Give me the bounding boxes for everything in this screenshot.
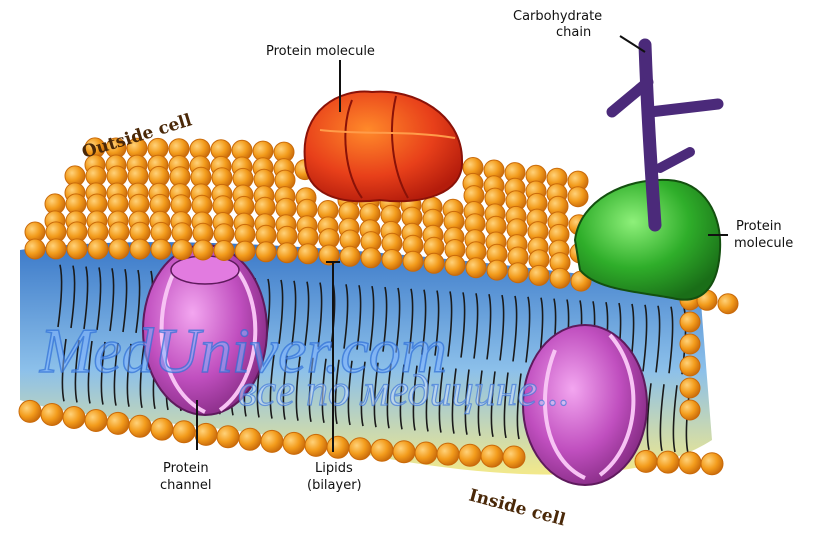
lipid-head [214, 241, 234, 261]
lipid-head [550, 268, 570, 288]
lipid-head [529, 265, 549, 285]
lipid-head [109, 239, 129, 259]
label-protein-right-line1: Protein [736, 219, 782, 234]
lipid-head [424, 253, 444, 273]
lipid-head [172, 240, 192, 260]
lipid-head [718, 294, 738, 314]
lipid-head [503, 446, 525, 468]
lipid-head [657, 451, 679, 473]
lipid-head [19, 400, 41, 422]
lipid-head [283, 432, 305, 454]
lipid-head [403, 251, 423, 271]
lipid-head [371, 439, 393, 461]
lipid-head [568, 187, 588, 207]
lipid-head [298, 244, 318, 264]
lipid-head [85, 410, 107, 432]
lipid-head [151, 418, 173, 440]
lipid-head [340, 246, 360, 266]
lipid-head [481, 445, 503, 467]
label-carbohydrate-line2: chain [556, 25, 591, 40]
lipid-head [361, 248, 381, 268]
lipid-head [129, 415, 151, 437]
watermark-subtitle: все по медицине... [238, 366, 570, 415]
lipid-head [25, 239, 45, 259]
lipid-head [680, 400, 700, 420]
lipid-head [382, 250, 402, 270]
lipid-head [130, 239, 150, 259]
lipid-head [701, 453, 723, 475]
lipid-head [437, 443, 459, 465]
lipid-head [151, 239, 171, 259]
lipid-head [415, 442, 437, 464]
lipid-head [173, 421, 195, 443]
lipid-head [256, 242, 276, 262]
protein-molecule-red [305, 92, 462, 202]
lipid-head [107, 412, 129, 434]
label-inside-cell: Inside cell [467, 486, 568, 531]
label-carbohydrate-line1: Carbohydrate [513, 9, 602, 24]
lipid-head [277, 243, 297, 263]
label-lipids-line1: Lipids [315, 461, 353, 476]
lipid-head [508, 263, 528, 283]
lipid-head [680, 334, 700, 354]
label-protein-right-line2: molecule [734, 236, 793, 251]
lipid-head [327, 436, 349, 458]
lipid-head [261, 430, 283, 452]
lipid-head [88, 239, 108, 259]
lipid-head [193, 240, 213, 260]
lipid-head [41, 404, 63, 426]
lipid-head [349, 438, 371, 460]
lipid-head [239, 428, 261, 450]
lipid-head [680, 312, 700, 332]
label-channel-line2: channel [160, 478, 211, 493]
label-protein-molecule-top: Protein molecule [266, 44, 375, 59]
lipid-head [305, 434, 327, 456]
lipid-head [63, 407, 85, 429]
lipid-head [195, 423, 217, 445]
lipid-head [235, 241, 255, 261]
lipid-head [393, 441, 415, 463]
lipid-head [680, 378, 700, 398]
lipid-head [466, 258, 486, 278]
label-channel-line1: Protein [163, 461, 209, 476]
lipid-head [67, 239, 87, 259]
lipid-head [680, 356, 700, 376]
lipid-head [487, 260, 507, 280]
lipid-head [635, 450, 657, 472]
lipid-head [459, 444, 481, 466]
lipid-head [46, 239, 66, 259]
lipid-head [679, 452, 701, 474]
lipid-head [217, 426, 239, 448]
lipid-head [445, 255, 465, 275]
label-lipids-line2: (bilayer) [307, 478, 362, 493]
